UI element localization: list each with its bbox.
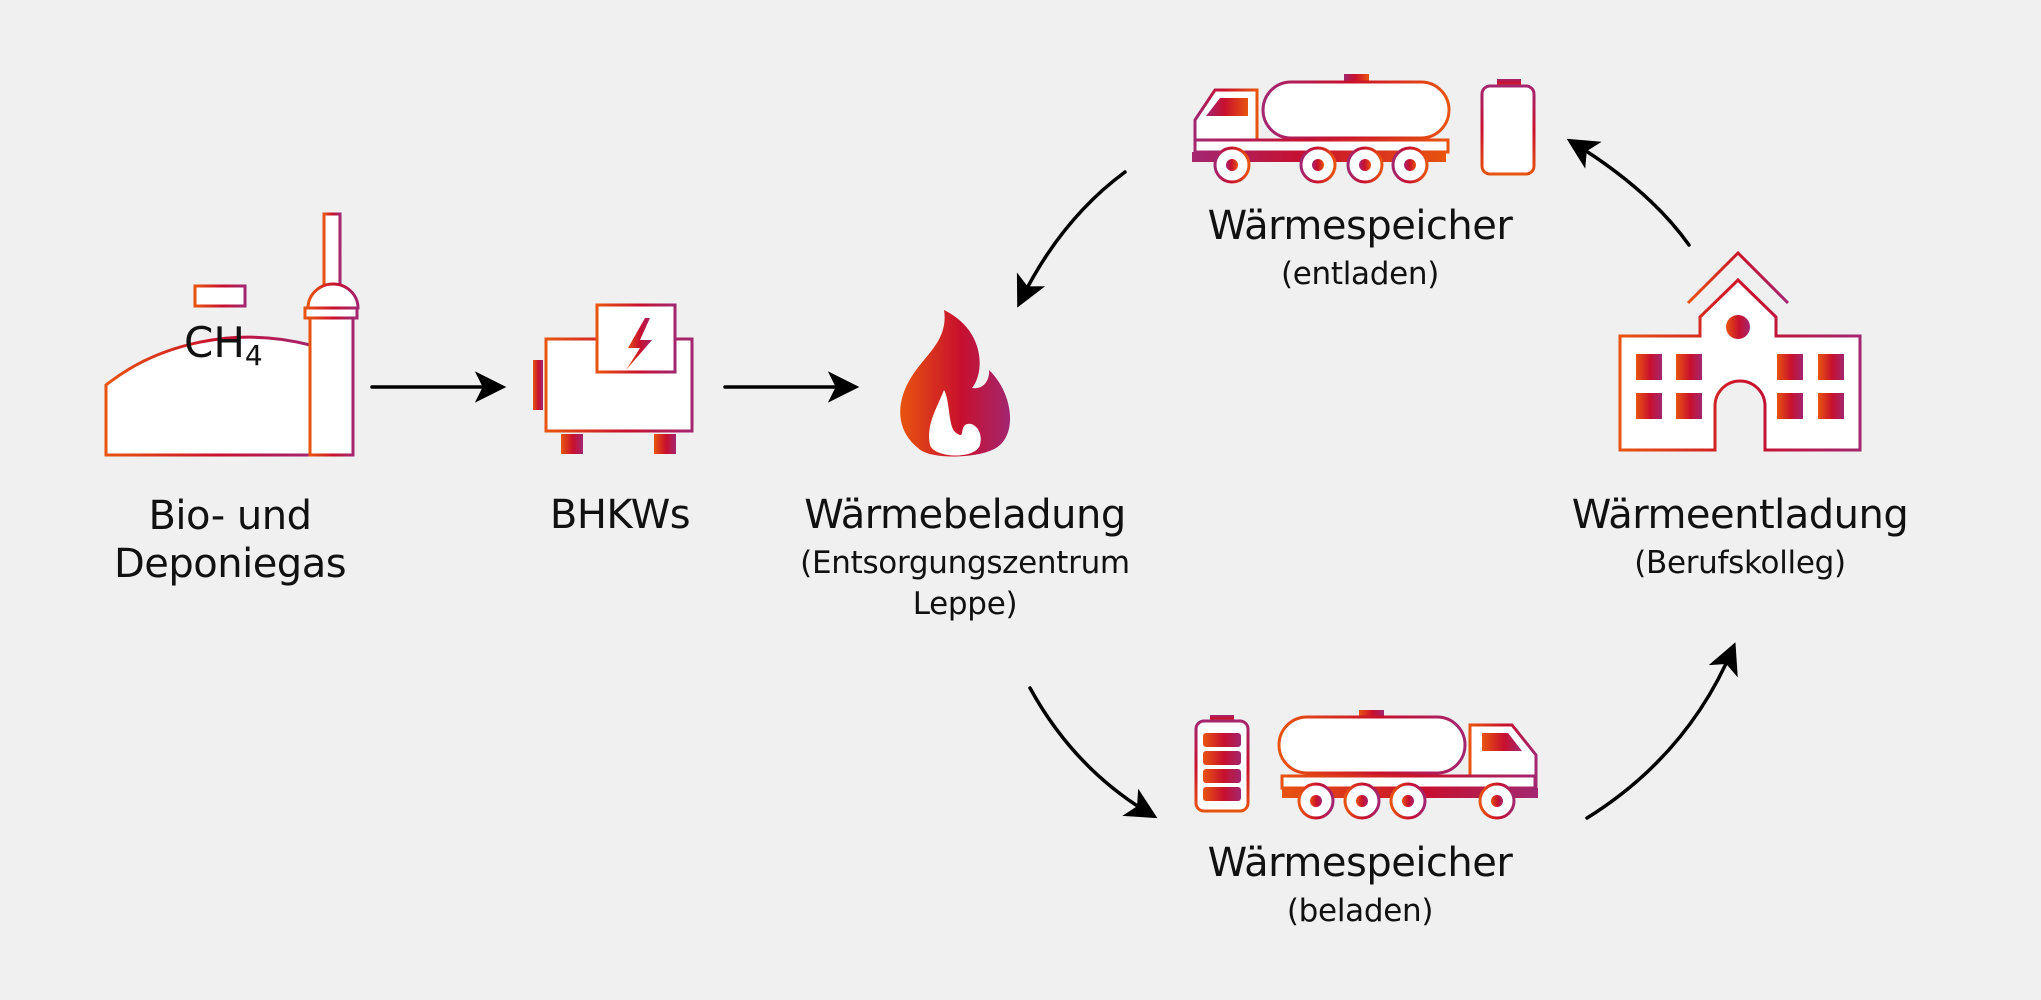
school-building-icon <box>1618 250 1862 452</box>
speicher-beladen-label: Wärmespeicher (beladen) <box>1160 840 1560 930</box>
entladung-label: Wärmeentladung (Berufskolleg) <box>1540 492 1940 582</box>
entladung-label-title: Wärmeentladung <box>1571 492 1909 538</box>
flame-icon <box>900 310 1011 457</box>
beladung-label: Wärmebeladung (Entsorgungszentrum Leppe) <box>770 492 1160 622</box>
arrow-speicher-beladen-to-entladung <box>1585 642 1738 820</box>
tanker-truck-full-battery-icon <box>1194 710 1538 820</box>
beladung-label-title: Wärmebeladung <box>804 492 1126 538</box>
biogas-plant-icon: CH4 <box>104 212 360 457</box>
speicher-entladen-sub: (entladen) <box>1280 256 1440 293</box>
arrow-beladung-to-speicher-beladen <box>1028 686 1158 819</box>
biogas-label: Bio- und Deponiegas <box>80 492 380 588</box>
beladung-label-sub1: (Entsorgungszentrum <box>800 545 1130 582</box>
arrow-speicher-entladen-to-beladung <box>1016 170 1127 308</box>
speicher-entladen-label: Wärmespeicher (entladen) <box>1160 203 1560 293</box>
entladung-label-sub: (Berufskolleg) <box>1634 545 1846 582</box>
tanker-truck-empty-battery-icon <box>1192 74 1536 184</box>
bhkw-label: BHKWs <box>500 492 740 539</box>
beladung-label-sub2: Leppe) <box>912 585 1018 622</box>
speicher-entladen-title: Wärmespeicher <box>1207 203 1513 249</box>
generator-icon <box>533 303 694 454</box>
ch4-formula: CH4 <box>184 318 263 372</box>
biogas-label-line2: Deponiegas <box>113 541 347 587</box>
bhkw-label-text: BHKWs <box>549 492 691 538</box>
speicher-beladen-sub: (beladen) <box>1286 893 1434 930</box>
biogas-label-line1: Bio- und <box>148 493 312 539</box>
arrow-entladung-to-speicher-entladen <box>1566 138 1691 247</box>
speicher-beladen-title: Wärmespeicher <box>1207 840 1513 886</box>
